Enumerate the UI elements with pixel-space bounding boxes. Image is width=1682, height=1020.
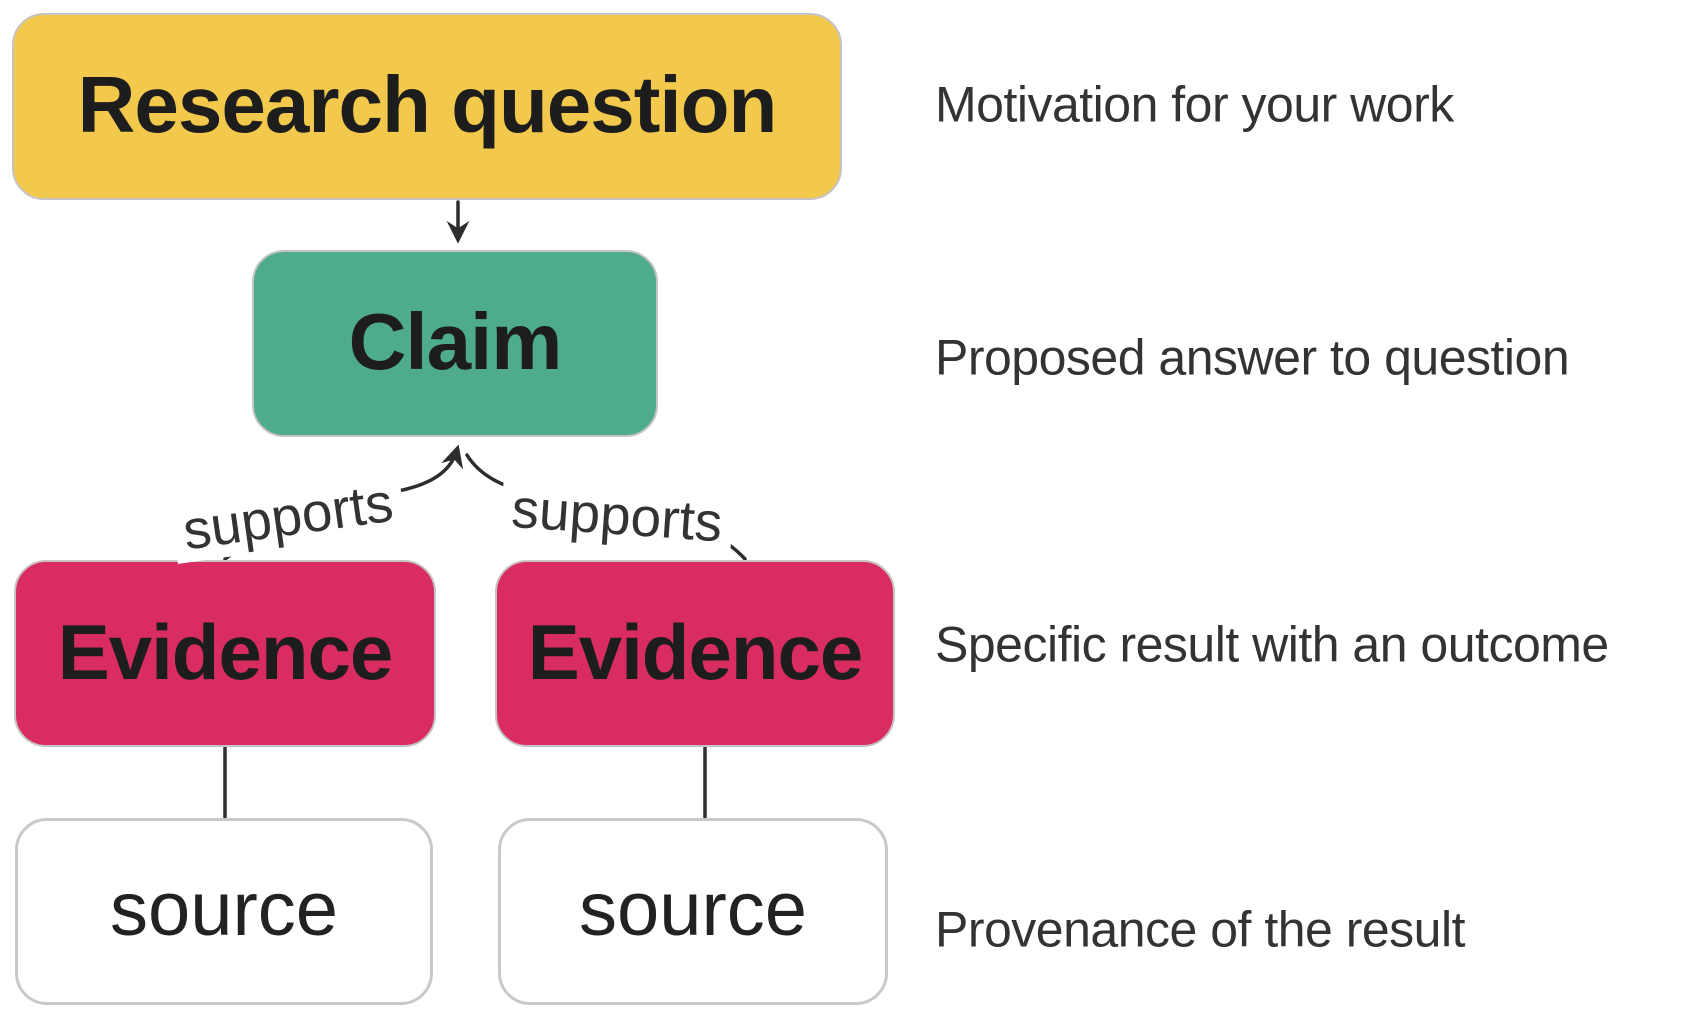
research-question-label: Research question (77, 59, 778, 149)
supports-edge-label-right: supports (499, 477, 735, 555)
annotation-provenance: Provenance of the result (935, 901, 1466, 958)
evidence-node-right: Evidence (495, 560, 895, 747)
evidence-left-label: Evidence (57, 607, 394, 696)
evidence-right-label: Evidence (527, 607, 864, 696)
source-left-label: source (109, 866, 339, 952)
claim-node: Claim (252, 250, 658, 437)
research-question-node: Research question (12, 13, 842, 200)
source-node-right: source (498, 818, 888, 1005)
claim-label: Claim (348, 296, 563, 386)
evidence-node-left: Evidence (14, 560, 436, 747)
source-node-left: source (15, 818, 433, 1005)
source-right-label: source (578, 866, 808, 952)
annotation-specific-result: Specific result with an outcome (935, 616, 1609, 673)
supports-edge-label-left: supports (169, 470, 407, 564)
annotation-proposed-answer: Proposed answer to question (935, 329, 1570, 386)
annotation-motivation: Motivation for your work (935, 76, 1454, 133)
